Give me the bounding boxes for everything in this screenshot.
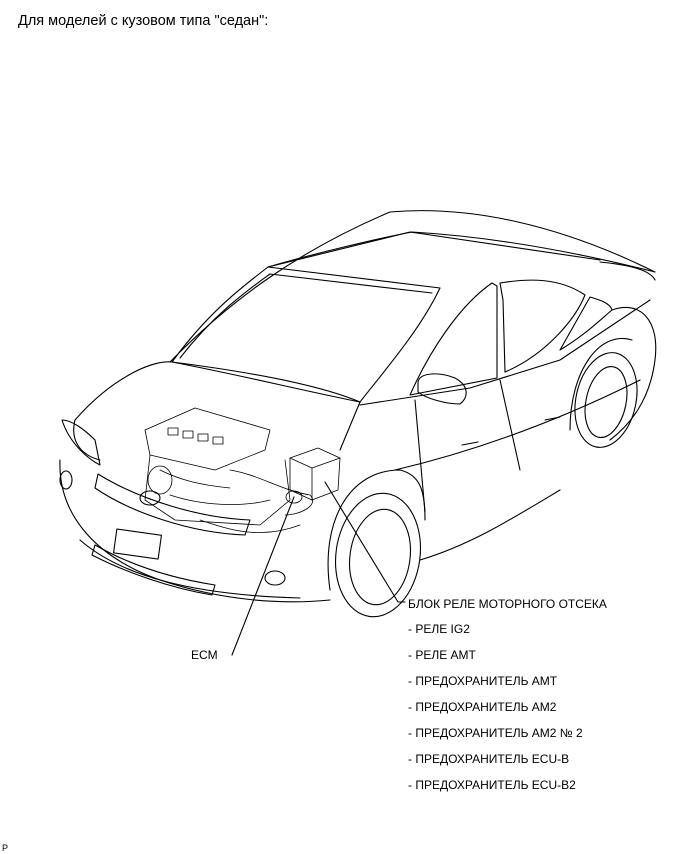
car-bumper-lower [79,539,301,599]
page-title: Для моделей с кузовом типа "седан": [18,13,269,29]
fuse-am2-label: - ПРЕДОХРАНИТЕЛЬ AM2 [408,700,557,714]
car-door-handle-front [461,441,479,446]
fuse-ecu-b-label: - ПРЕДОХРАНИТЕЛЬ ECU-B [408,752,570,766]
engine-cap-2 [182,430,194,439]
car-fog-lamp-left [59,470,73,490]
engine-cap-4 [212,436,224,445]
car-front-door-window [409,282,498,396]
relay-block-top [289,457,341,469]
car-roof-outline [169,210,656,363]
car-front-wheel [334,492,422,618]
car-lower-grille [91,544,216,596]
car-front-wheel-rim [349,508,411,606]
engine-pulley [147,465,173,495]
ecm-unit [285,490,303,504]
car-license-plate [112,528,162,560]
car-hood-front-edge [73,419,101,461]
relay-block-box [289,447,341,501]
car-front-bumper [59,459,331,603]
car-fog-lamp-right [264,570,286,586]
engine-cap-1 [167,427,179,436]
car-rear-wheel-rim [584,365,628,439]
engine-detail-1 [159,469,231,489]
relay-block-label: БЛОК РЕЛЕ МОТОРНОГО ОТСЕКА [408,597,607,611]
fuse-ecu-b2-label: - ПРЕДОХРАНИТЕЛЬ ECU-B2 [408,778,576,792]
engine-cover [144,407,271,471]
relay-block-leader [324,481,406,603]
fuse-am2-no2-label: - ПРЕДОХРАНИТЕЛЬ AM2 № 2 [408,726,583,740]
car-front-door-line [414,399,426,513]
car-rocker [419,489,561,561]
car-hood-outline [74,361,361,451]
car-rear-door-line [499,379,521,471]
relay-ig2-label: - РЕЛЕ IG2 [408,622,470,636]
car-side-crease [394,379,641,471]
engine-hoses [229,469,313,516]
engine-block [144,454,291,526]
car-windshield-inner [179,273,433,359]
car-beltline [359,299,651,406]
car-door-handle-rear [544,416,561,421]
car-front-wheel-arch [327,469,426,591]
engine-detail-3 [199,519,301,534]
car-roof-edge [267,231,656,273]
corner-mark: P [2,843,9,853]
car-rear-wheel [574,352,638,448]
relay-amt-label: - РЕЛЕ AMT [408,648,476,662]
ecm-label: ECM [191,648,218,662]
car-side-mirror [417,373,467,405]
engine-detail-2 [169,494,271,505]
car-rear-body [609,306,657,441]
fuse-amt-label: - ПРЕДОХРАНИТЕЛЬ AMT [408,674,558,688]
engine-cap-3 [197,433,209,442]
car-windshield [171,266,441,403]
car-trunk-line [599,261,656,281]
ecm-leader [231,496,295,656]
car-rear-wheel-arch [569,337,633,431]
car-rear-door-window [499,279,586,373]
car-headlight [61,419,101,466]
car-emblem [139,490,161,506]
